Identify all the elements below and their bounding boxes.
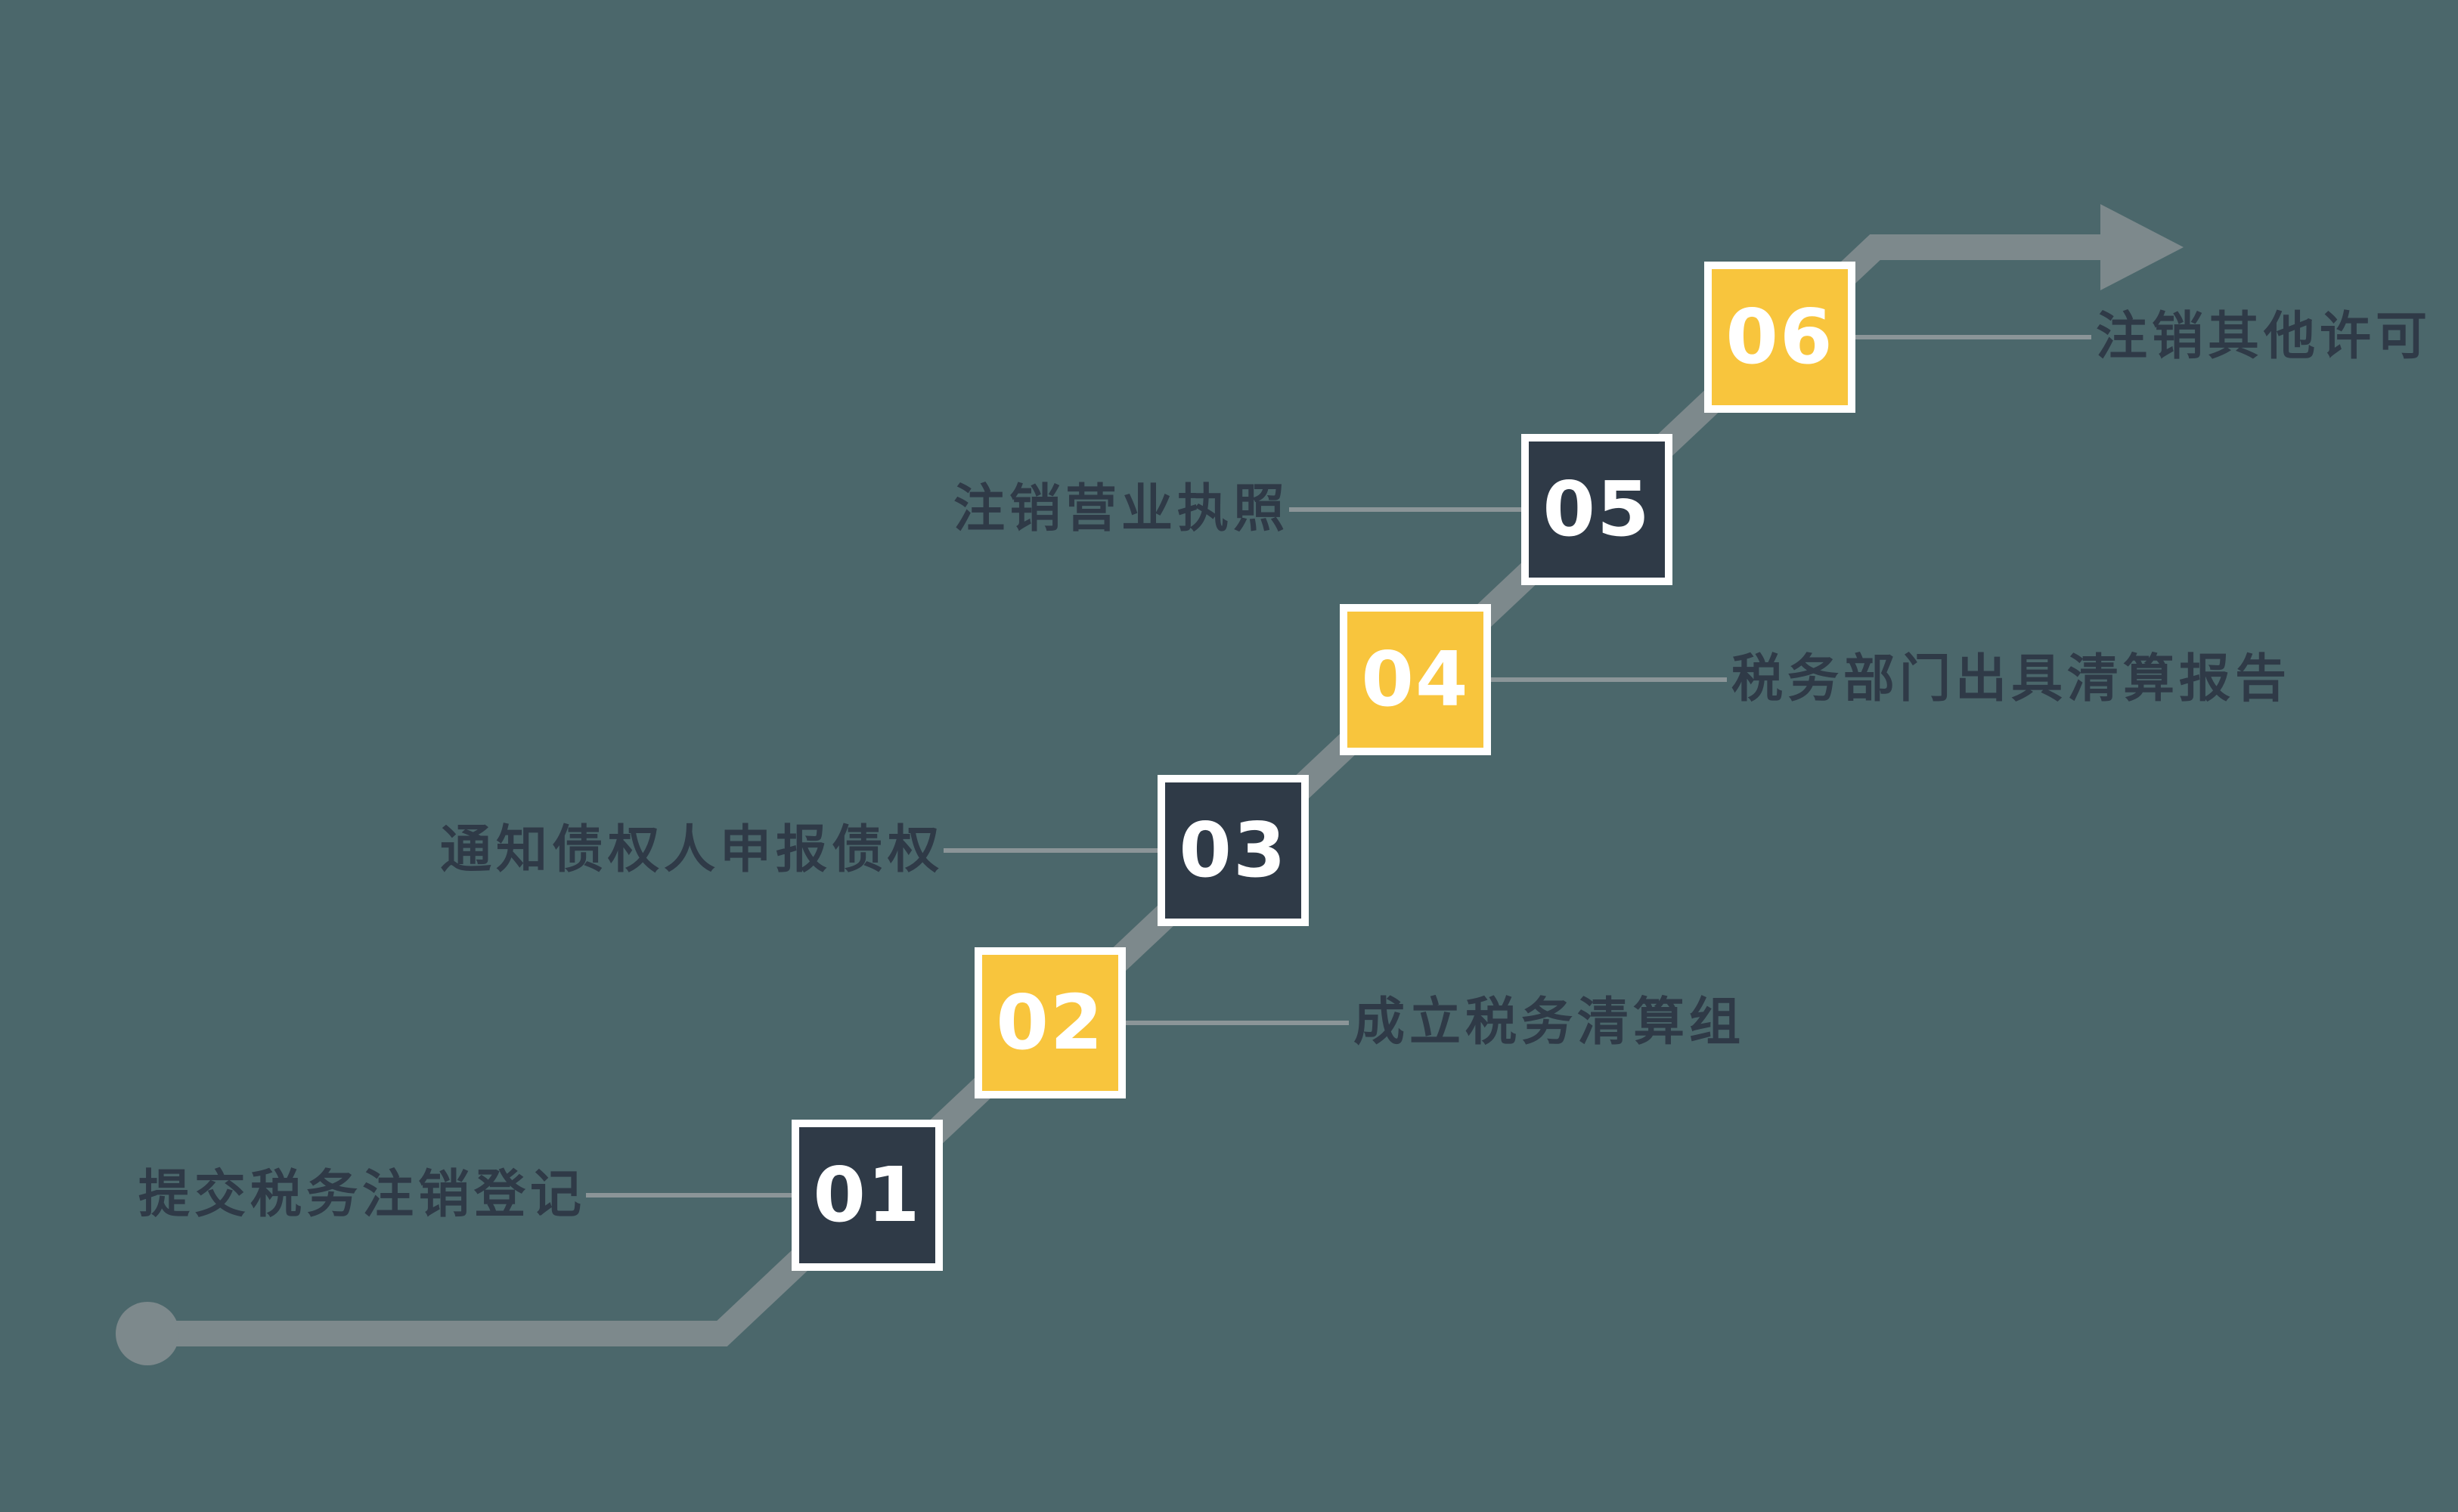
step-label-03: 通知债权人申报债权 (439, 820, 944, 880)
step-label-05: 注销营业执照 (953, 479, 1289, 539)
start-dot-icon (116, 1302, 179, 1365)
step-label-01: 提交税务注销登记 (138, 1165, 586, 1225)
step-number-05: 05 (1542, 465, 1651, 553)
step-box-04: 04 (1340, 604, 1491, 755)
step-label-04: 税务部门出具清算报告 (1731, 649, 2292, 709)
step-box-03: 03 (1158, 775, 1309, 926)
step-label-02: 成立税务清算组 (1353, 993, 1746, 1052)
connector-line-05 (1289, 507, 1523, 512)
step-box-06: 06 (1704, 262, 1855, 413)
arrowhead-icon (2100, 204, 2184, 290)
step-number-01: 01 (813, 1151, 922, 1239)
step-number-06: 06 (1725, 293, 1834, 381)
step-box-01: 01 (792, 1120, 943, 1271)
step-box-05: 05 (1521, 434, 1672, 585)
connector-line-04 (1491, 677, 1727, 682)
connector-line-01 (586, 1193, 794, 1198)
connector-line-03 (944, 848, 1159, 853)
connector-line-06 (1855, 335, 2091, 339)
step-number-03: 03 (1179, 806, 1288, 894)
step-label-06: 注销其他许可 (2096, 307, 2432, 367)
step-number-04: 04 (1361, 635, 1470, 723)
step-number-02: 02 (996, 978, 1105, 1067)
connector-line-02 (1126, 1021, 1349, 1025)
step-box-02: 02 (975, 947, 1126, 1098)
